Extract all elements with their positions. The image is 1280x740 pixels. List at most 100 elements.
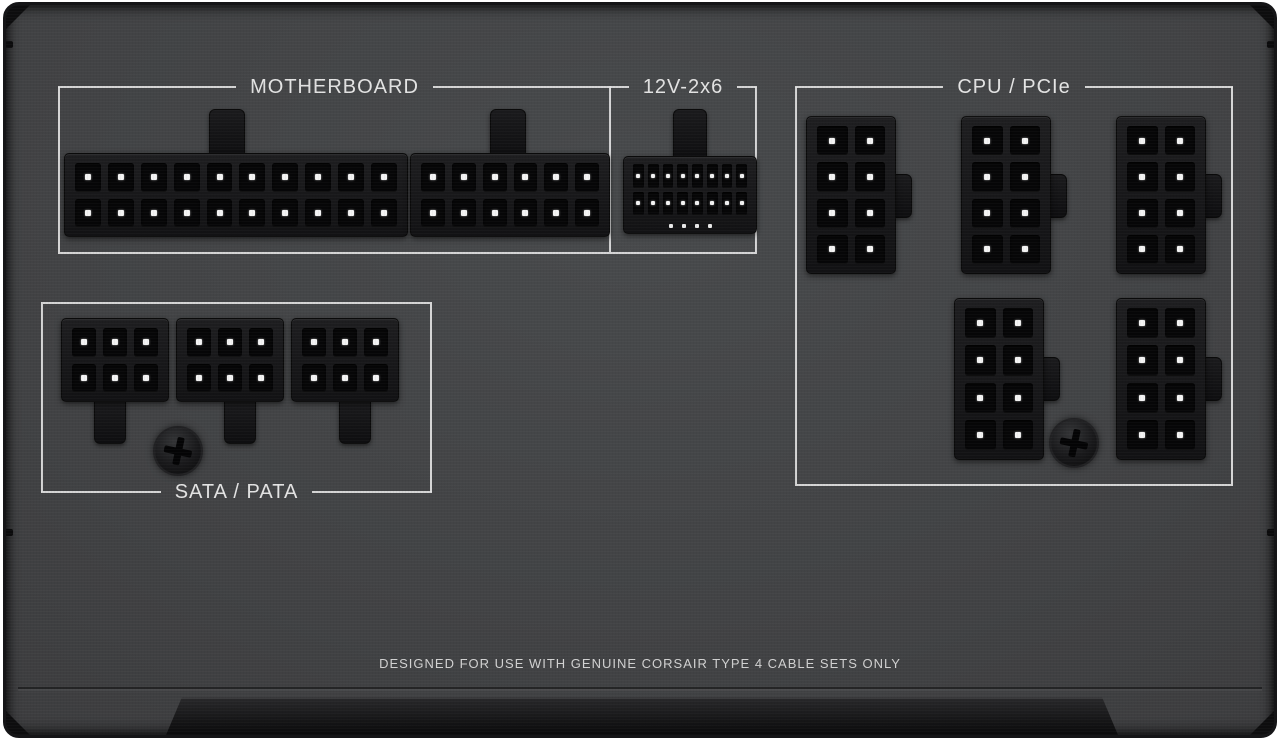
- pin-socket: [692, 164, 703, 188]
- motherboard-connector-2: [410, 153, 610, 237]
- cpu-pcie-section-outline: CPU / PCIe: [795, 76, 1233, 486]
- pin-socket: [239, 198, 266, 227]
- latch-tab: [224, 400, 256, 444]
- pin-socket: [371, 163, 397, 192]
- latch-tab: [894, 174, 912, 218]
- pin-socket: [633, 191, 644, 215]
- bottom-seam-line: [18, 687, 1262, 689]
- pin-socket: [965, 308, 996, 339]
- pin-socket: [662, 191, 674, 215]
- pin-socket: [1127, 126, 1158, 156]
- latch-tab: [1049, 174, 1067, 218]
- 12v-2x6-connector: [623, 156, 757, 234]
- edge-notch: [6, 529, 13, 536]
- pin-socket: [482, 163, 507, 192]
- pin-socket: [1164, 234, 1195, 264]
- pin-socket: [305, 163, 332, 192]
- pin-socket: [134, 328, 158, 357]
- pin-socket: [633, 164, 644, 188]
- pin-socket: [1127, 198, 1158, 228]
- pin-socket: [817, 234, 848, 264]
- pin-socket: [544, 163, 569, 192]
- pin-socket: [817, 198, 848, 228]
- pin-socket: [333, 363, 357, 392]
- pin-socket: [677, 164, 688, 188]
- pin-socket: [1164, 308, 1195, 339]
- pin-socket: [721, 191, 733, 215]
- pin-socket: [1127, 382, 1158, 413]
- sense-pin: [707, 224, 712, 228]
- motherboard-section-outline: MOTHERBOARD: [58, 76, 611, 254]
- pin-socket: [575, 163, 599, 192]
- sata-pata-connector-1: [61, 318, 169, 402]
- latch-tab: [490, 109, 526, 159]
- pin-socket: [107, 163, 134, 192]
- pin-socket: [134, 363, 158, 392]
- pin-socket: [1002, 382, 1033, 413]
- pin-socket: [817, 126, 848, 156]
- psu-panel: MOTHERBOARD 12V-2x6 CPU / PCIe SATA / PA…: [3, 2, 1277, 738]
- pin-socket: [1002, 345, 1033, 376]
- pin-socket: [75, 198, 101, 227]
- pin-socket: [972, 162, 1003, 192]
- pin-socket: [272, 163, 299, 192]
- edge-notch: [1267, 529, 1274, 536]
- pin-socket: [736, 191, 747, 215]
- pin-socket: [513, 198, 538, 227]
- pin-socket: [302, 328, 326, 357]
- pin-socket: [173, 163, 200, 192]
- pin-socket: [965, 345, 996, 376]
- sata-pata-label: SATA / PATA: [174, 481, 299, 503]
- pin-socket: [107, 198, 134, 227]
- cpu-pcie-legend: CPU / PCIe: [795, 74, 1233, 100]
- sata-pata-section-outline: SATA / PATA: [41, 302, 432, 503]
- sata-pata-connector-2: [176, 318, 284, 402]
- pin-socket: [1127, 234, 1158, 264]
- pin-socket: [1164, 126, 1195, 156]
- pin-socket: [451, 198, 476, 227]
- cpu-pcie-connector-1: [806, 116, 896, 274]
- pin-socket: [854, 162, 885, 192]
- sense-pin-row: [624, 224, 756, 228]
- pin-socket: [218, 328, 242, 357]
- pin-socket: [1164, 419, 1195, 450]
- pin-socket: [692, 191, 703, 215]
- pin-socket: [1164, 345, 1195, 376]
- pin-socket: [1127, 308, 1158, 339]
- pin-socket: [854, 234, 885, 264]
- pin-socket: [187, 328, 211, 357]
- bottom-lip: [166, 697, 1118, 735]
- cpu-pcie-connector-4: [954, 298, 1044, 460]
- pin-socket: [333, 328, 357, 357]
- pin-socket: [1127, 419, 1158, 450]
- pin-socket: [103, 328, 127, 357]
- pin-socket: [972, 126, 1003, 156]
- pin-socket: [272, 198, 299, 227]
- pin-socket: [421, 198, 445, 227]
- pin-socket: [72, 363, 96, 392]
- pin-socket: [544, 198, 569, 227]
- pin-socket: [1009, 162, 1040, 192]
- pin-socket: [647, 191, 659, 215]
- sata-pata-connector-3: [291, 318, 399, 402]
- pin-socket: [206, 198, 233, 227]
- pin-socket: [817, 162, 848, 192]
- pin-socket: [662, 164, 674, 188]
- pin-socket: [1009, 126, 1040, 156]
- pin-socket: [338, 163, 365, 192]
- pin-socket: [1127, 345, 1158, 376]
- pin-socket: [140, 198, 167, 227]
- edge-notch: [6, 41, 13, 48]
- pin-socket: [1009, 234, 1040, 264]
- motherboard-label: MOTHERBOARD: [250, 76, 419, 98]
- latch-tab: [1204, 357, 1222, 401]
- sense-pin: [681, 224, 686, 228]
- pin-socket: [965, 419, 996, 450]
- pin-socket: [1164, 198, 1195, 228]
- pin-socket: [305, 198, 332, 227]
- latch-tab: [209, 109, 245, 159]
- pin-socket: [187, 363, 211, 392]
- sense-pin: [694, 224, 699, 228]
- pin-socket: [1127, 162, 1158, 192]
- pin-socket: [451, 163, 476, 192]
